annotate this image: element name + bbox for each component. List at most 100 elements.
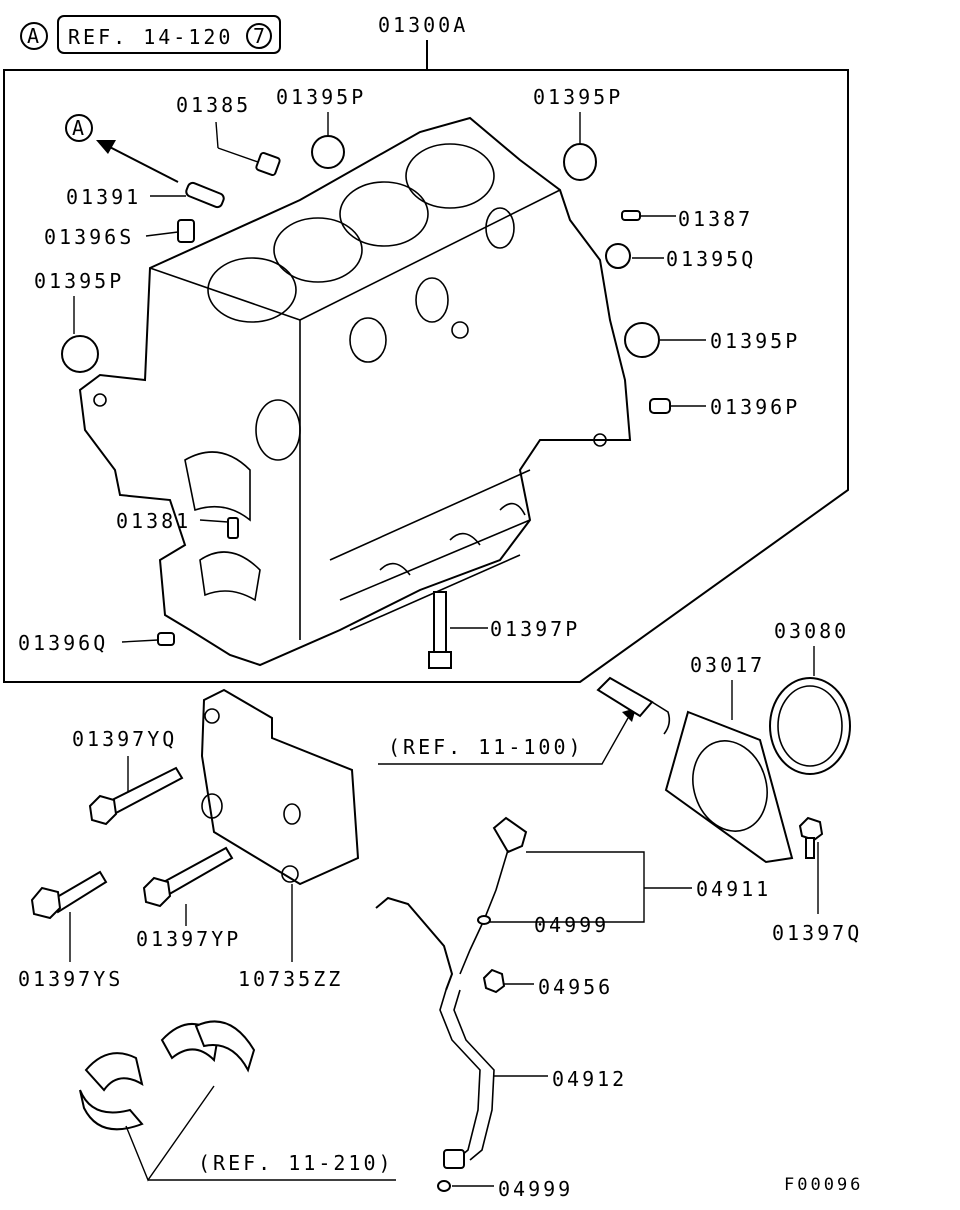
label-01397YS[interactable]: 01397YS (18, 967, 123, 991)
label-04912[interactable]: 04912 (552, 1067, 627, 1091)
bolt-shank-01397YQ (106, 766, 184, 816)
bolt-shank-01397Q (805, 837, 815, 859)
o-ring-upper[interactable] (477, 915, 491, 925)
o-ring-lower[interactable] (437, 1180, 451, 1192)
expansion-plug-01395Q[interactable] (605, 243, 631, 269)
gauge-blade (459, 849, 509, 975)
label-04999-lower[interactable]: 04999 (498, 1177, 573, 1201)
core-plug-boss-1 (349, 317, 387, 363)
main-journal-lower (199, 551, 261, 602)
label-01395P-top-left[interactable]: 01395P (276, 85, 366, 109)
assembly-group-outline (3, 69, 849, 683)
label-01397YP[interactable]: 01397YP (136, 927, 241, 951)
seal-case[interactable] (664, 710, 794, 864)
label-04911[interactable]: 04911 (696, 877, 771, 901)
ref-11-100-label[interactable]: (REF. 11-100) (388, 735, 584, 759)
dowel-01396S[interactable] (177, 219, 195, 243)
label-04999-upper[interactable]: 04999 (534, 913, 609, 937)
assembly-code-label[interactable]: 01300A (378, 13, 468, 37)
bolt-04956[interactable] (482, 968, 506, 994)
bracket-10735ZZ[interactable] (200, 688, 360, 886)
oil-seal-inner (777, 685, 843, 767)
cylinder-bore-3 (339, 181, 429, 247)
label-01397Q[interactable]: 01397Q (772, 921, 862, 945)
bracket-hole-2 (283, 803, 301, 825)
label-01391[interactable]: 01391 (66, 185, 141, 209)
expansion-plug-top-right[interactable] (563, 143, 597, 181)
figure-code: F00096 (784, 1175, 863, 1195)
label-01395Q[interactable]: 01395Q (666, 247, 756, 271)
expansion-plug-left[interactable] (61, 335, 99, 373)
leader-04911-bracket (486, 851, 645, 923)
label-01387[interactable]: 01387 (678, 207, 753, 231)
ref-marker-circle (20, 22, 48, 50)
bracket-hole-1 (201, 793, 223, 819)
cylinder-bore-2 (273, 217, 363, 283)
boss-hole (451, 321, 469, 339)
arrow-head (96, 140, 116, 154)
oil-level-gauge[interactable] (459, 816, 528, 975)
pin-01387[interactable] (621, 210, 641, 221)
bearing-saddles (379, 502, 526, 576)
cylinder-block-drawing[interactable] (78, 116, 632, 667)
label-01395P-right[interactable]: 01395P (710, 329, 800, 353)
dowel-01396Q[interactable] (157, 632, 175, 646)
dowel-01396P[interactable] (649, 398, 671, 414)
sealant-nozzle (651, 701, 671, 735)
label-03080[interactable]: 03080 (774, 619, 849, 643)
view-arrow-a[interactable]: A (65, 114, 179, 183)
dowel-pin-01391[interactable] (185, 181, 225, 209)
bolt-shank-01397P (433, 591, 447, 655)
ref-number: 7 (253, 24, 268, 48)
guide-tube-end (443, 1149, 465, 1169)
bolt-head-01397Q[interactable] (798, 816, 824, 842)
oil-seal-outer[interactable] (769, 677, 851, 775)
label-01395P-left[interactable]: 01395P (34, 269, 124, 293)
label-01397P[interactable]: 01397P (490, 617, 580, 641)
mount-hole-1 (93, 393, 107, 407)
core-plug-boss-2 (415, 277, 449, 323)
expansion-plug-top-left[interactable] (311, 135, 345, 169)
label-01396P[interactable]: 01396P (710, 395, 800, 419)
ref-11-210-label[interactable]: (REF. 11-210) (198, 1151, 394, 1175)
arrow-marker-circle (65, 114, 93, 142)
arrow-shaft (99, 141, 179, 183)
bolt-shank-01397YP (158, 846, 234, 898)
label-01396Q[interactable]: 01396Q (18, 631, 108, 655)
arrow-marker-letter: A (72, 116, 87, 140)
bracket-hole-4 (204, 708, 220, 724)
bolt-head-01397P[interactable] (428, 651, 452, 669)
ref-marker-letter: A (27, 24, 42, 48)
thrust-bearing-2 (79, 1089, 144, 1131)
bolt-head-01397YQ[interactable] (88, 794, 118, 826)
plug-01385[interactable] (255, 151, 281, 177)
bracket-body (200, 688, 360, 886)
guide-tube-left (439, 989, 481, 1161)
leader-01385b (217, 147, 259, 163)
ref-label: REF. 14-120 (68, 25, 233, 49)
side-opening-1 (255, 399, 301, 461)
leader-01396Q (121, 639, 159, 643)
label-01381[interactable]: 01381 (116, 509, 191, 533)
label-03017[interactable]: 03017 (690, 653, 765, 677)
header-reference[interactable]: A REF. 14-120 7 (20, 15, 281, 54)
leader-01396S (145, 231, 179, 237)
label-01396S[interactable]: 01396S (44, 225, 134, 249)
seal-case-bore (692, 740, 768, 832)
bolt-head-01397YP[interactable] (142, 876, 172, 908)
core-plug-boss-3 (485, 207, 515, 249)
label-01395P-top-right[interactable]: 01395P (533, 85, 623, 109)
label-01397YQ[interactable]: 01397YQ (72, 727, 177, 751)
sealant-tube (596, 676, 654, 718)
thrust-bearing-1 (84, 1052, 144, 1092)
label-04956[interactable]: 04956 (538, 975, 613, 999)
ref-box (57, 15, 281, 54)
bolt-head-01397YS[interactable] (30, 886, 62, 920)
jet-01381[interactable] (227, 517, 239, 539)
block-outline (78, 116, 632, 667)
label-01385[interactable]: 01385 (176, 93, 251, 117)
expansion-plug-right[interactable] (624, 322, 660, 358)
gauge-handle (492, 816, 528, 854)
label-10735ZZ[interactable]: 10735ZZ (238, 967, 343, 991)
